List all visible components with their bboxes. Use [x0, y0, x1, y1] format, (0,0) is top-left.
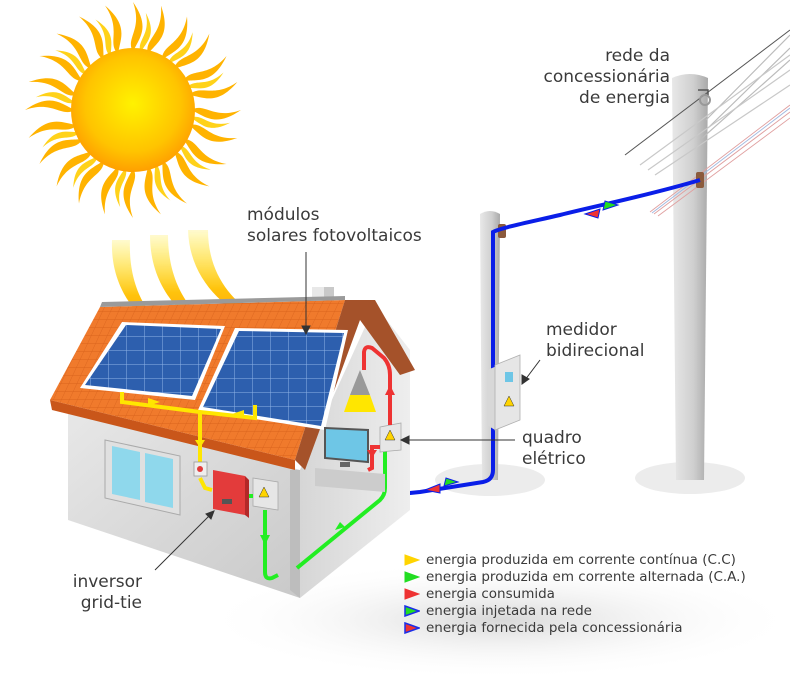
red-blue-arrow-icon — [404, 621, 420, 634]
inverter-icon — [213, 470, 249, 518]
bidirectional-meter-icon — [487, 354, 521, 431]
lamp-icon — [344, 370, 376, 412]
legend-item-supplied: energia fornecida pela concessionária — [404, 619, 746, 636]
electrical-panel-icon — [379, 422, 402, 453]
tv-icon — [315, 426, 385, 492]
solar-panels-icon — [80, 322, 348, 430]
legend-item-ac: energia produzida em corrente alternada … — [404, 568, 746, 585]
legend: energia produzida em corrente contínua (… — [404, 551, 746, 636]
legend-item-consumed: energia consumida — [404, 585, 746, 602]
yellow-arrow-icon — [404, 553, 420, 566]
ac-disconnect-icon — [252, 477, 279, 511]
green-arrow-icon — [404, 570, 420, 583]
leader-lines — [154, 252, 541, 571]
electrical-panel-label: quadro elétrico — [522, 428, 586, 469]
red-arrow-icon — [404, 587, 420, 600]
bidirectional-meter-label: medidor bidirecional — [546, 320, 645, 361]
inverter-label: inversor grid-tie — [72, 572, 142, 613]
legend-item-injected: energia injetada na rede — [404, 602, 746, 619]
legend-item-dc: energia produzida em corrente contínua (… — [404, 551, 746, 568]
green-blue-arrow-icon — [404, 604, 420, 617]
solar-modules-label: módulos solares fotovoltaicos — [247, 205, 422, 246]
window-icon — [104, 439, 181, 516]
sun-icon — [25, 2, 241, 218]
far-utility-pole — [624, 29, 790, 480]
utility-grid-label: rede da concessionária de energia — [543, 46, 671, 108]
